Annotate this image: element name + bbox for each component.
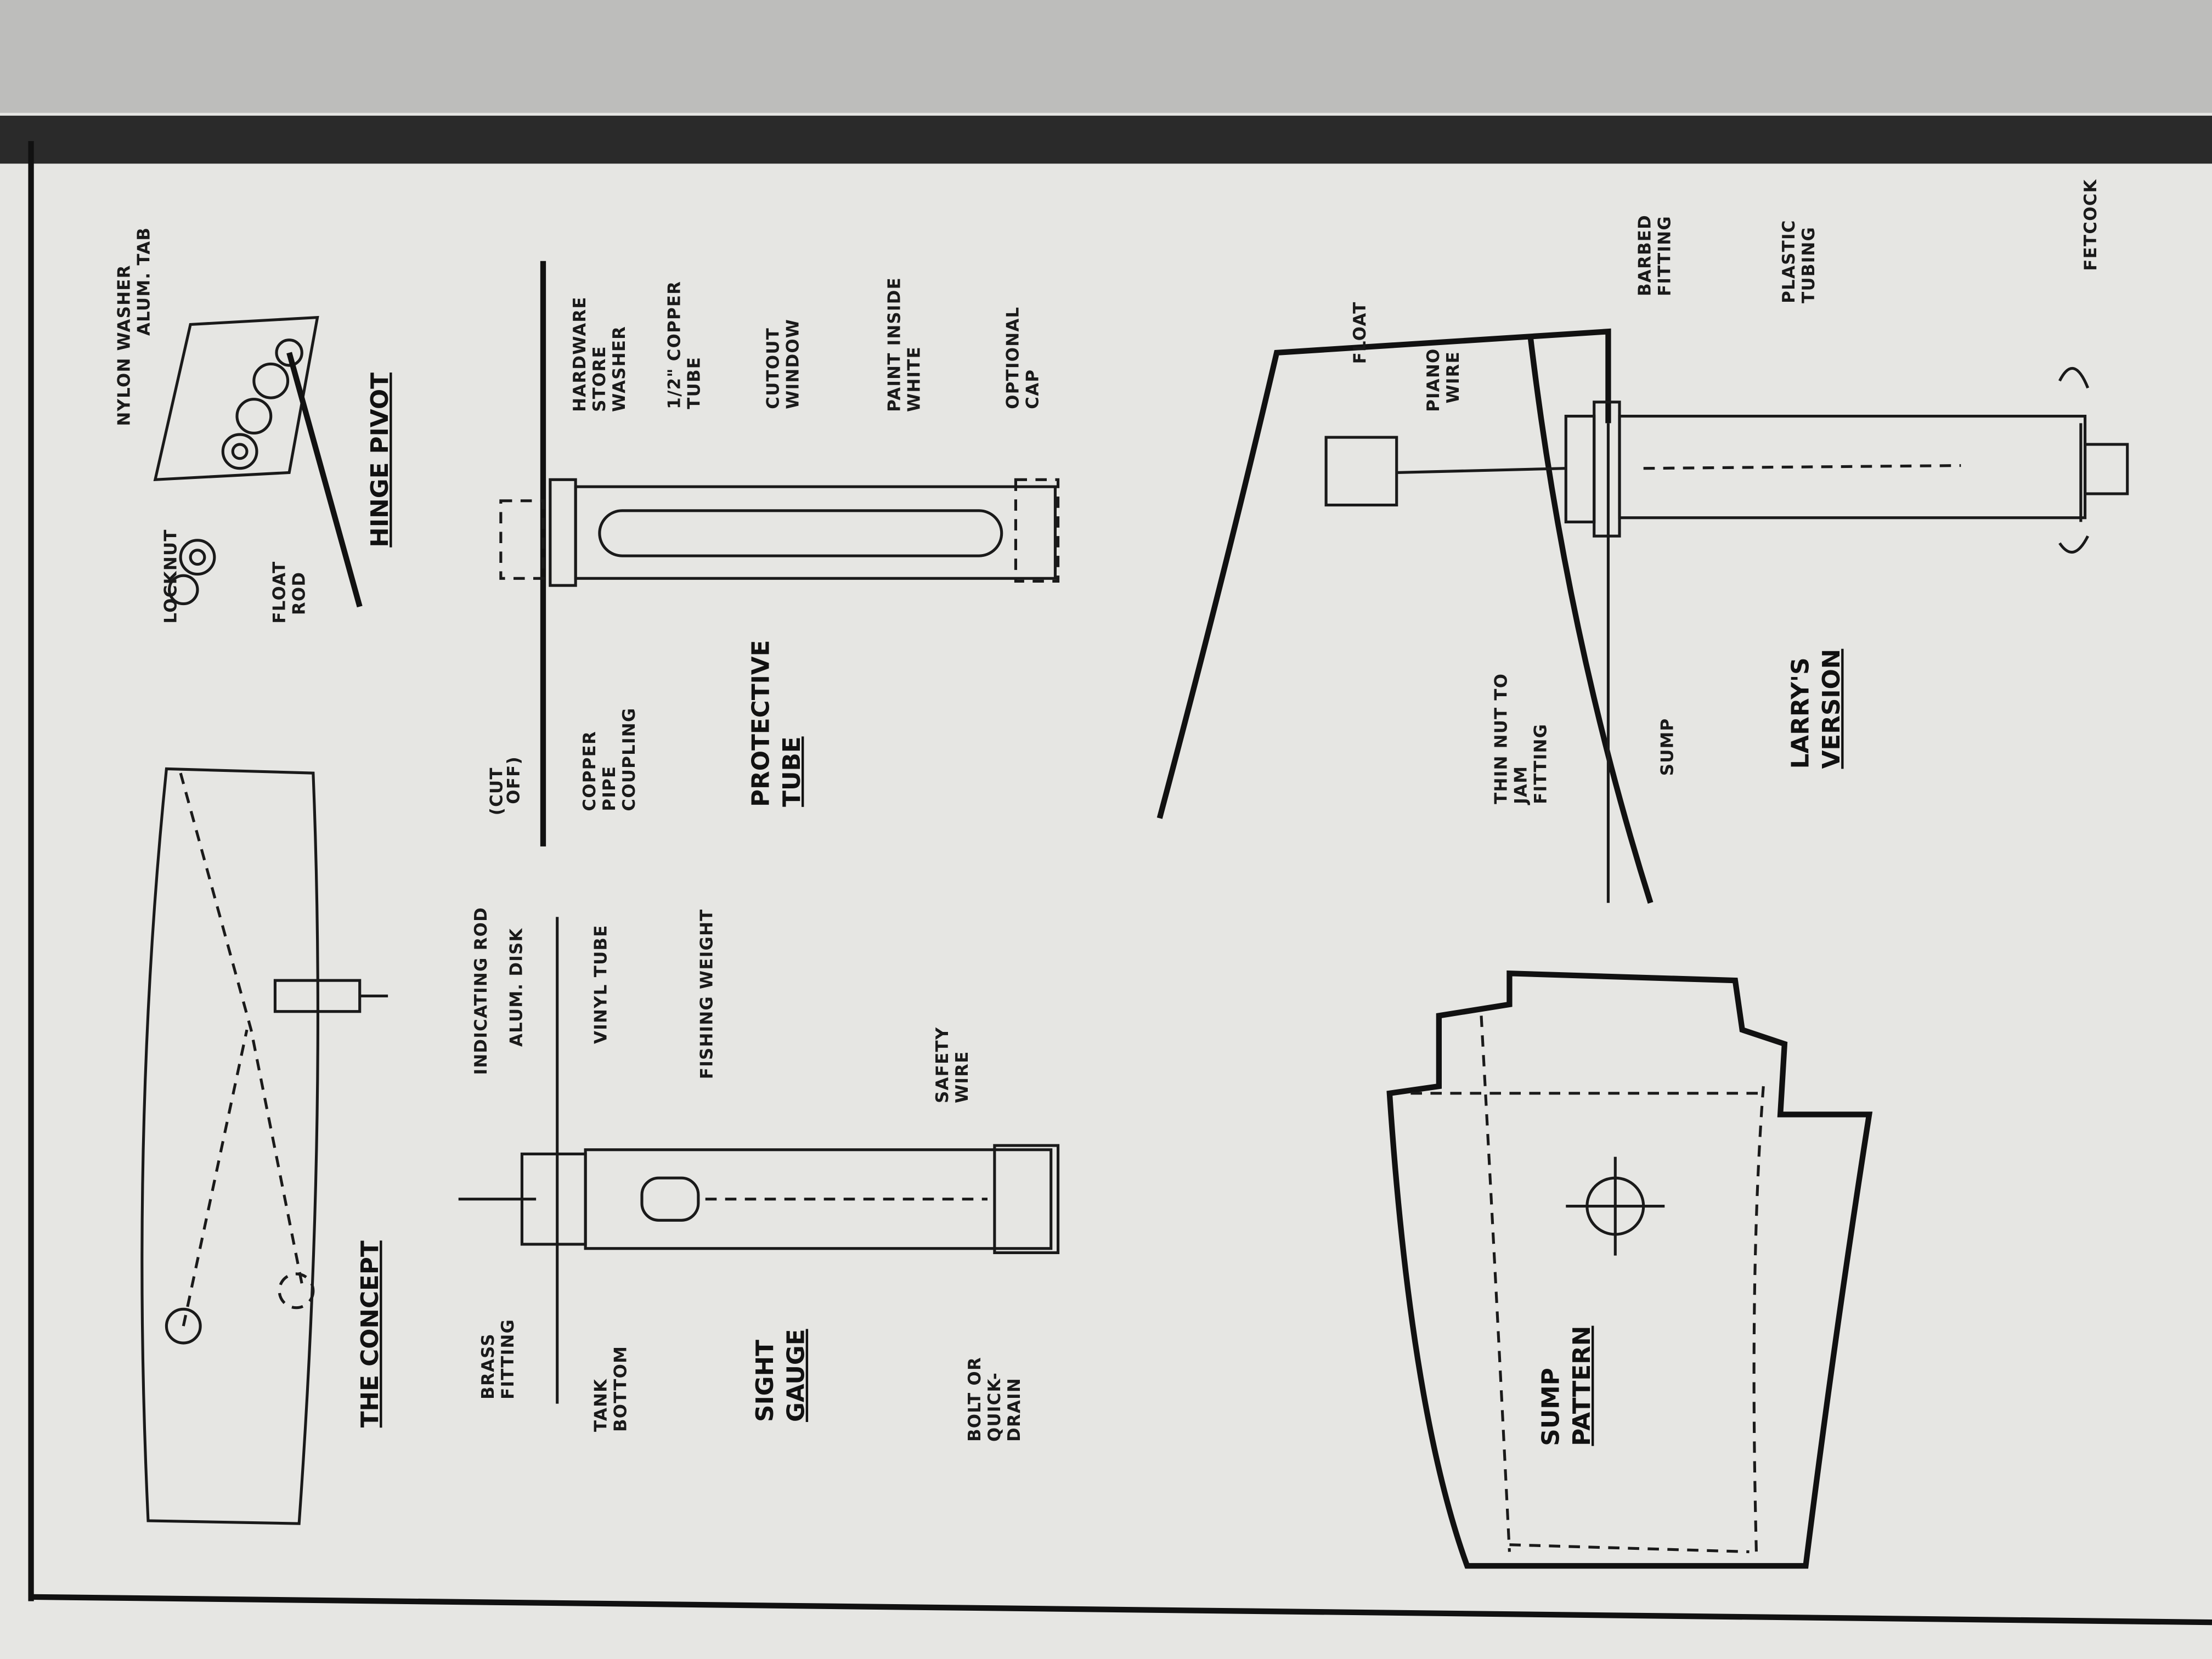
label-plastic-tubing-1: PLASTIC <box>1779 219 1799 303</box>
label-float-rod-1: FLOAT <box>269 561 289 624</box>
svg-text:PROTECTIVE: PROTECTIVE <box>747 640 775 807</box>
label-cut-off-1: (CUT <box>487 767 506 815</box>
label-tank-bottom-1: TANK <box>591 1379 611 1432</box>
label-thin-nut-2: JAM <box>1511 766 1531 805</box>
label-piano-wire-1: PIANO <box>1424 348 1443 411</box>
label-washer-3: WASHER <box>610 326 629 412</box>
label-copper-tube-2: TUBE <box>684 357 704 409</box>
svg-text:PATTERN: PATTERN <box>1568 1326 1596 1446</box>
label-sump: SUMP <box>1658 718 1678 776</box>
label-barbed-fitting-1: BARBED <box>1635 215 1655 296</box>
label-bolt-2: QUICK- <box>985 1372 1005 1442</box>
svg-text:SIGHT: SIGHT <box>751 1340 779 1422</box>
concept-drawing <box>140 767 388 1525</box>
label-fetcock: FETCOCK <box>2081 179 2101 271</box>
label-plastic-tubing-2: TUBING <box>1799 227 1819 303</box>
sump-pattern-drawing <box>1386 970 1873 1569</box>
label-coupling-2: PIPE <box>600 766 619 811</box>
label-washer-2: STORE <box>590 346 610 412</box>
label-bolt-1: BOLT OR <box>965 1357 985 1442</box>
label-tank-bottom-2: BOTTOM <box>611 1346 631 1432</box>
larrys-version-title: LARRY'S VERSION <box>1787 649 1846 769</box>
label-paint-1: PAINT INSIDE <box>885 277 905 412</box>
label-indicating-rod: INDICATING ROD <box>471 907 491 1075</box>
hinge-pivot-drawing <box>153 315 363 608</box>
label-window-1: CUTOUT <box>763 328 783 409</box>
sight-gauge-title: SIGHT GAUGE <box>751 1329 810 1422</box>
svg-text:LARRY'S: LARRY'S <box>1787 657 1815 769</box>
concept-title: THE CONCEPT <box>356 1240 384 1427</box>
label-bolt-3: DRAIN <box>1005 1378 1024 1442</box>
label-alum-tab: ALUM. TAB <box>134 227 154 336</box>
protective-tube-title: PROTECTIVE TUBE <box>747 640 806 807</box>
label-nylon-washer: NYLON WASHER <box>115 264 134 426</box>
label-thin-nut-1: THIN NUT TO <box>1491 673 1511 804</box>
label-coupling-1: COPPER <box>580 731 600 811</box>
sight-gauge-drawing <box>458 917 1060 1404</box>
label-safety-wire-2: WIRE <box>952 1051 972 1103</box>
label-brass-fitting-1: BRASS <box>478 1333 498 1400</box>
label-safety-wire-1: SAFETY <box>933 1027 952 1103</box>
svg-text:GAUGE: GAUGE <box>782 1329 810 1422</box>
sump-pattern-title: SUMP PATTERN <box>1537 1326 1596 1446</box>
protective-tube-drawing <box>499 261 1060 847</box>
label-locknut: LOCKNUT <box>161 529 180 623</box>
label-alum-disk: ALUM. DISK <box>506 928 526 1047</box>
label-cap-1: OPTIONAL <box>1003 307 1023 409</box>
svg-text:VERSION: VERSION <box>1818 649 1846 769</box>
label-brass-fitting-2: FITTING <box>498 1319 518 1400</box>
top-shadow-band <box>0 0 2212 113</box>
label-fishing-weight: FISHING WEIGHT <box>697 909 717 1079</box>
label-thin-nut-3: FITTING <box>1531 724 1550 804</box>
bottom-border <box>31 1594 2212 1626</box>
label-cap-2: CAP <box>1023 369 1043 409</box>
label-barbed-fitting-2: FITTING <box>1655 216 1675 296</box>
label-cut-off-2: OFF) <box>504 756 523 804</box>
larrys-version-drawing <box>1156 328 2129 904</box>
label-float: FLOAT <box>1350 301 1370 364</box>
label-float-rod-2: ROD <box>289 572 309 615</box>
svg-text:SUMP: SUMP <box>1537 1368 1565 1446</box>
hinge-pivot-title: HINGE PIVOT <box>366 373 394 548</box>
svg-text:TUBE: TUBE <box>778 736 806 806</box>
top-border-bar <box>0 115 2212 164</box>
label-coupling-3: COUPLING <box>619 708 639 811</box>
label-paint-2: WHITE <box>905 346 924 412</box>
label-copper-tube-1: 1/2" COPPER <box>664 281 684 409</box>
label-vinyl-tube: VINYL TUBE <box>591 924 611 1043</box>
label-window-2: WINDOW <box>783 319 803 409</box>
label-piano-wire-2: WIRE <box>1443 351 1463 403</box>
label-washer-1: HARDWARE <box>570 296 590 412</box>
